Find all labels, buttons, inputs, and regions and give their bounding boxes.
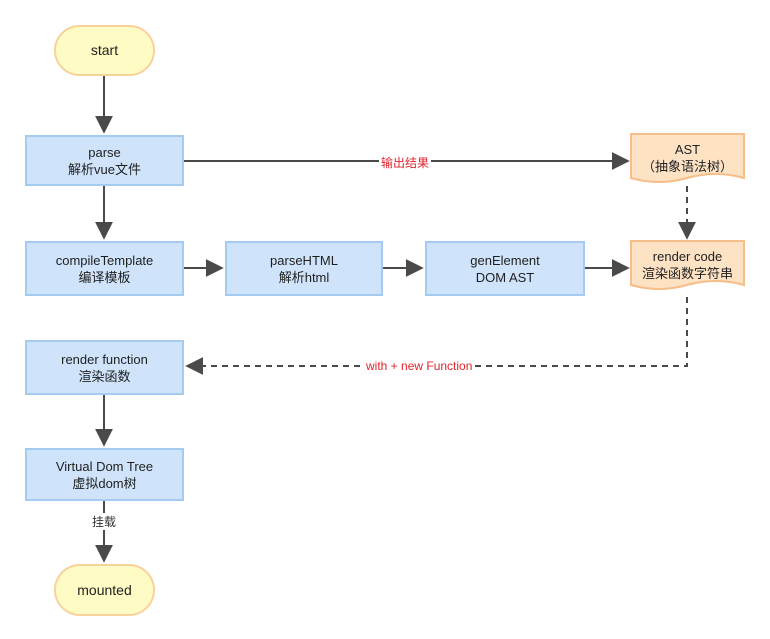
render-function-node: render function 渲染函数 bbox=[25, 340, 184, 395]
render-code-node: render code 渲染函数字符串 bbox=[631, 244, 744, 286]
virtual-dom-tree-node: Virtual Dom Tree 虚拟dom树 bbox=[25, 448, 184, 501]
mounted-node: mounted bbox=[54, 564, 155, 616]
gen-element-node: genElement DOM AST bbox=[425, 241, 585, 296]
edge-label-mount: 挂载 bbox=[90, 513, 119, 530]
parse-html-node: parseHTML 解析html bbox=[225, 241, 383, 296]
ast-document-shape bbox=[630, 133, 745, 183]
edge-label-with-new-function: with + new Function bbox=[364, 359, 475, 373]
edge-label-output-result: 输出结果 bbox=[379, 154, 432, 171]
start-node: start bbox=[54, 25, 155, 76]
ast-title: AST bbox=[674, 142, 701, 157]
gen-element-title: genElement bbox=[470, 252, 540, 268]
parse-title: parse bbox=[88, 144, 121, 160]
mounted-label: mounted bbox=[77, 581, 132, 598]
render-function-title: render function bbox=[61, 351, 148, 367]
render-code-title: render code bbox=[652, 249, 723, 264]
render-function-subtitle: 渲染函数 bbox=[78, 368, 131, 384]
render-code-document-shape bbox=[630, 240, 745, 290]
compile-template-subtitle: 编译模板 bbox=[78, 269, 131, 285]
parse-html-title: parseHTML bbox=[270, 252, 338, 268]
gen-element-subtitle: DOM AST bbox=[475, 269, 535, 285]
start-label: start bbox=[90, 42, 119, 58]
ast-subtitle: （抽象语法树） bbox=[641, 159, 733, 174]
virtual-dom-tree-title: Virtual Dom Tree bbox=[55, 458, 154, 474]
parse-subtitle: 解析vue文件 bbox=[68, 161, 141, 177]
ast-node: AST （抽象语法树） bbox=[631, 137, 744, 179]
compile-template-node: compileTemplate 编译模板 bbox=[25, 241, 184, 296]
edge-rendercode-to-renderfunction bbox=[185, 297, 688, 375]
parse-html-subtitle: 解析html bbox=[278, 269, 330, 285]
virtual-dom-tree-subtitle: 虚拟dom树 bbox=[72, 475, 137, 491]
parse-node: parse 解析vue文件 bbox=[25, 135, 184, 186]
render-code-subtitle: 渲染函数字符串 bbox=[641, 266, 733, 281]
compile-template-title: compileTemplate bbox=[55, 252, 154, 268]
